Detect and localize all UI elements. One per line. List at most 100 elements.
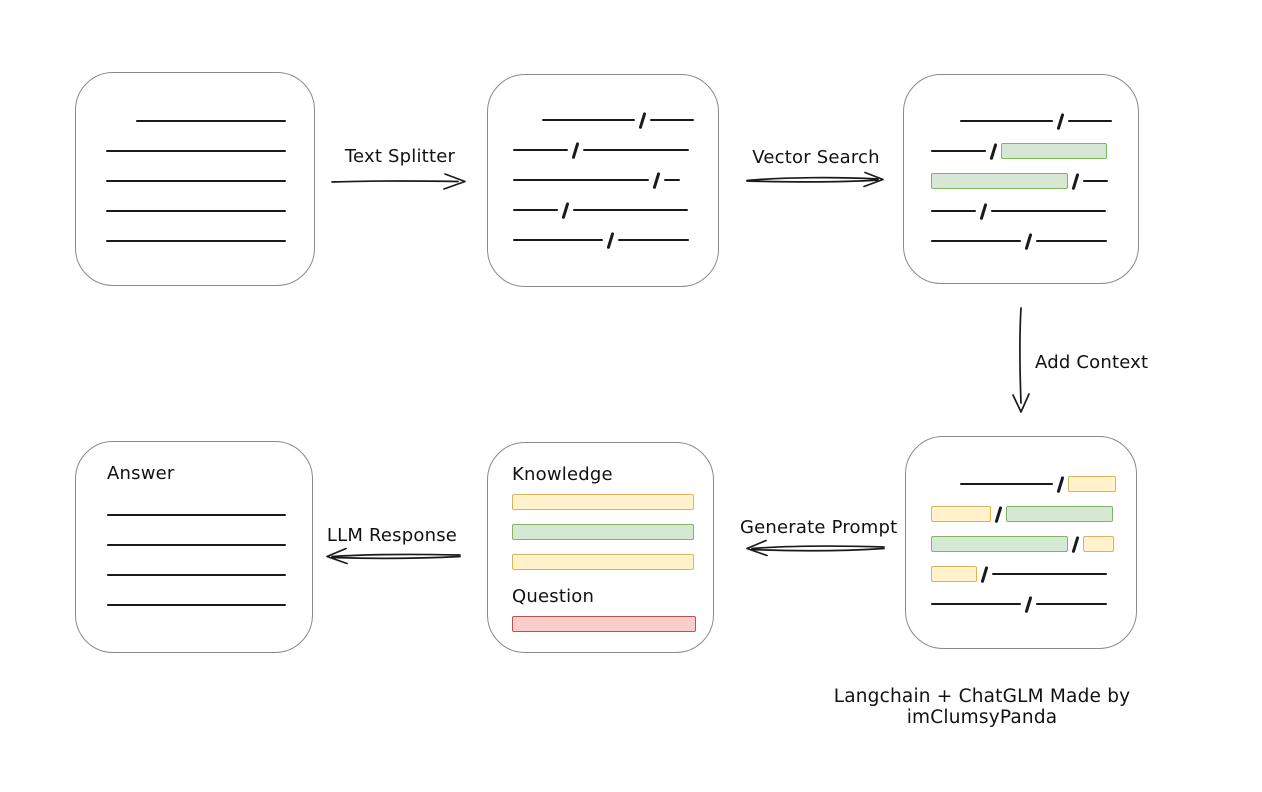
llm-response-label: LLM Response xyxy=(326,525,458,546)
green-chunk xyxy=(512,524,694,540)
segment-row xyxy=(513,195,718,225)
text-line xyxy=(513,239,603,241)
text-line xyxy=(931,603,1021,605)
segment-row xyxy=(512,547,713,577)
yellow-chunk xyxy=(931,566,977,582)
segment-row xyxy=(931,589,1136,619)
text-line xyxy=(960,120,1053,122)
knowledge-bars xyxy=(512,487,713,577)
chunk-lines xyxy=(513,105,718,255)
slash-separator xyxy=(1024,232,1032,250)
question-label: Question xyxy=(512,586,595,607)
segment-row xyxy=(107,560,312,590)
text-line xyxy=(513,149,568,151)
context-chunk-lines xyxy=(931,469,1136,619)
text-line xyxy=(572,209,688,211)
yellow-chunk xyxy=(1067,476,1116,492)
text-line xyxy=(960,483,1053,485)
segment-row xyxy=(513,105,718,135)
slash-separator xyxy=(606,231,614,249)
text-line xyxy=(513,179,649,181)
text-line xyxy=(582,149,689,151)
segment-row xyxy=(106,136,314,166)
text-line xyxy=(1035,240,1107,242)
text-line xyxy=(513,209,558,211)
slash-separator xyxy=(1056,112,1064,130)
green-chunk xyxy=(931,173,1068,189)
vector-search-label: Vector Search xyxy=(752,147,880,168)
yellow-chunk xyxy=(931,506,991,522)
slash-separator xyxy=(1024,595,1032,613)
text-line xyxy=(663,179,680,181)
segment-row xyxy=(931,196,1138,226)
segment-row xyxy=(931,469,1136,499)
slash-separator xyxy=(989,142,997,160)
add-context-arrow xyxy=(1012,307,1030,413)
credit-caption: Langchain + ChatGLM Made by imClumsyPand… xyxy=(833,686,1131,728)
segment-row xyxy=(107,530,312,560)
red-chunk xyxy=(512,616,696,632)
text-line xyxy=(107,604,286,606)
green-chunk xyxy=(1000,143,1107,159)
segment-row xyxy=(931,136,1138,166)
generate-prompt-label: Generate Prompt xyxy=(740,517,898,538)
text-line xyxy=(991,573,1107,575)
segment-row xyxy=(931,559,1136,589)
segment-row xyxy=(106,106,314,136)
text-line xyxy=(107,544,286,546)
llm-response-arrow xyxy=(326,547,461,565)
slash-separator xyxy=(652,171,660,189)
slash-separator xyxy=(561,201,569,219)
slash-separator xyxy=(1071,535,1079,553)
text-line xyxy=(1035,603,1107,605)
text-line xyxy=(649,119,694,121)
context-node xyxy=(905,436,1137,649)
segment-row xyxy=(513,165,718,195)
text-line xyxy=(107,574,286,576)
segment-row xyxy=(106,166,314,196)
segment-row xyxy=(931,166,1138,196)
text-line xyxy=(1082,180,1108,182)
text-line xyxy=(617,239,689,241)
text-chunks-node xyxy=(487,74,719,287)
vector-search-arrow xyxy=(746,171,884,188)
answer-label: Answer xyxy=(107,463,175,484)
text-line xyxy=(990,210,1106,212)
segment-row xyxy=(931,226,1138,256)
segment-row xyxy=(107,590,312,620)
indent-gap xyxy=(106,120,136,122)
generate-prompt-arrow xyxy=(746,539,885,557)
slash-separator xyxy=(1056,475,1064,493)
text-line xyxy=(931,210,976,212)
retrieved-chunk-lines xyxy=(931,106,1138,256)
text-splitter-label: Text Splitter xyxy=(344,146,456,167)
text-line xyxy=(106,210,286,212)
answer-node: Answer xyxy=(75,441,313,653)
text-line xyxy=(1067,120,1112,122)
text-line xyxy=(136,120,286,122)
segment-row xyxy=(512,487,713,517)
segment-row xyxy=(106,226,314,256)
segment-row xyxy=(106,196,314,226)
slash-separator xyxy=(994,505,1002,523)
slash-separator xyxy=(638,111,646,129)
text-line xyxy=(106,180,286,182)
text-line xyxy=(106,150,286,152)
segment-row xyxy=(513,225,718,255)
slash-separator xyxy=(1071,172,1079,190)
document-lines xyxy=(106,106,314,256)
indent-gap xyxy=(513,119,542,121)
text-line xyxy=(106,240,286,242)
green-chunk xyxy=(931,536,1068,552)
indent-gap xyxy=(931,483,960,485)
segment-row xyxy=(512,517,713,547)
knowledge-label: Knowledge xyxy=(512,464,613,485)
slash-separator xyxy=(571,141,579,159)
prompt-node: Knowledge Question xyxy=(487,442,714,653)
segment-row xyxy=(512,609,713,639)
answer-lines xyxy=(107,500,312,620)
yellow-chunk xyxy=(1082,536,1114,552)
text-line xyxy=(542,119,635,121)
slash-separator xyxy=(980,565,988,583)
